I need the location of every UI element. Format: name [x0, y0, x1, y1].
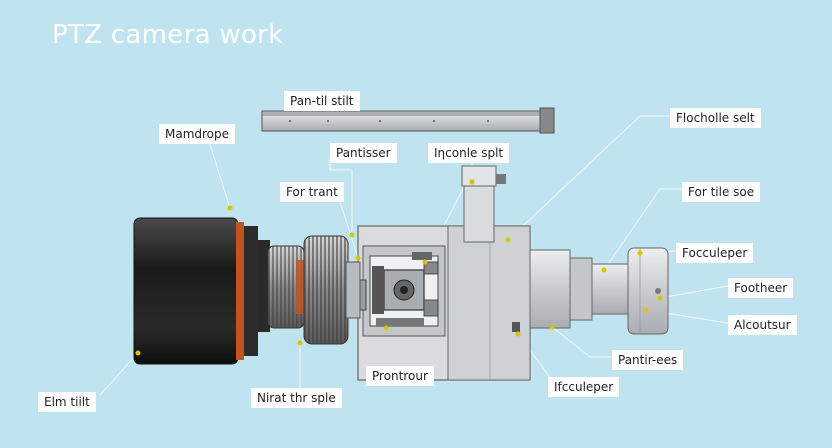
label-pantisser: Pantisser [330, 143, 397, 163]
label-for-trant: For trant [280, 182, 344, 202]
label-inconle-splt: Iηconle splt [428, 143, 510, 163]
rear-barrel [529, 247, 669, 335]
label-alcoutsur: Alcoutsur [728, 315, 797, 335]
focus-gears [256, 235, 361, 345]
label-footheer: Footheer [728, 278, 794, 298]
pan-tilt-bar [261, 107, 555, 134]
label-elm-tiilt: Elm tiilt [38, 392, 96, 412]
label-focculeper: Focculeper [676, 243, 754, 263]
callout-markers [135, 179, 663, 356]
label-mamdrope: Mamdrope [159, 124, 236, 144]
lens-barrel [133, 217, 258, 365]
camera-body [347, 165, 531, 381]
label-nirat-thr-sple: Nirat thr sple [251, 388, 342, 408]
label-ifcculeper: Ifcculeper [548, 377, 620, 397]
label-flocholle-selt: Flocholle selt [670, 108, 761, 128]
diagram-title: PTZ camera work [52, 20, 284, 50]
label-prontrour: Prontrour [366, 366, 434, 386]
label-pan-tilt-stilt: Pan-til stilt [284, 91, 360, 111]
label-pantir-ees: Pantir-ees [612, 350, 684, 370]
label-for-tile-soe: For tile soe [682, 182, 761, 202]
